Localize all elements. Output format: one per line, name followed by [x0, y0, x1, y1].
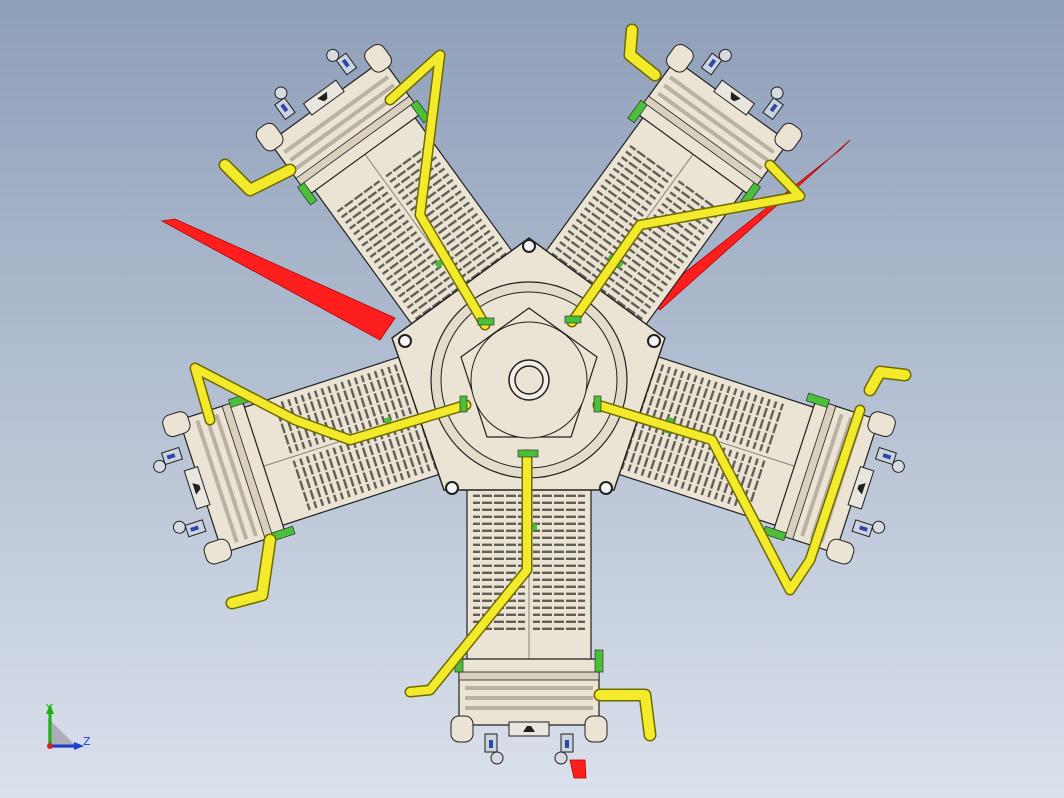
case-bolt [522, 239, 536, 253]
pipe-flange [459, 395, 468, 413]
pipe-flange [477, 317, 495, 326]
case-bolt [445, 481, 459, 495]
crankshaft-bore [514, 365, 544, 395]
case-bolt [398, 334, 412, 348]
triad-y-arrow [46, 704, 54, 714]
triad-plane [48, 718, 78, 748]
pipe-flange [593, 395, 602, 413]
case-bolt [599, 481, 613, 495]
pipe-flange [564, 315, 582, 324]
intake-pipes[interactable] [189, 49, 866, 698]
case-bolt [647, 334, 661, 348]
triad-z-label: Z [83, 735, 91, 748]
exhaust-stubs[interactable] [218, 23, 912, 742]
pipe-flange [517, 449, 539, 458]
triad-y-label: Y [45, 702, 53, 715]
view-triad[interactable]: Y Z [45, 702, 91, 750]
propeller-blade-left[interactable] [160, 218, 396, 341]
triad-origin [47, 743, 53, 749]
propeller-blade-bottom[interactable] [569, 759, 587, 779]
triad-z-arrow [74, 742, 84, 750]
